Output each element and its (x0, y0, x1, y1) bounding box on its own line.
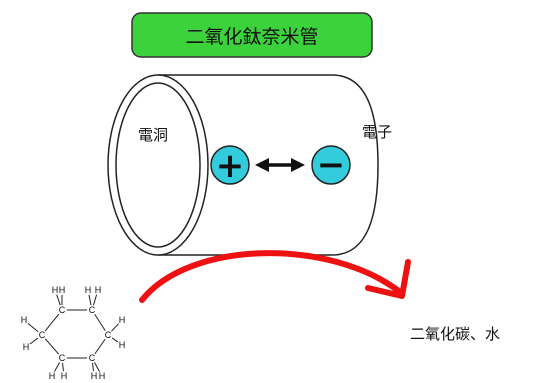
carbon-atom: C (59, 353, 66, 363)
title-text: 二氧化鈦奈米管 (185, 26, 318, 48)
negative-charge: − (311, 145, 351, 185)
reaction-arrow (139, 250, 411, 303)
electron-label: 電子 (362, 123, 392, 141)
c-c-bond (94, 338, 106, 355)
c-c-bond (44, 313, 60, 332)
carbon-atom: C (105, 330, 112, 340)
c-h-bond (111, 323, 119, 332)
hydrogen-atom: H (21, 315, 28, 325)
c-h-bond (29, 337, 39, 345)
tube-front-rim (107, 74, 209, 256)
hydrogen-atom: H (49, 371, 56, 381)
tube-body (158, 74, 379, 256)
hydrogen-atom: H (119, 315, 126, 325)
c-c-bond (44, 338, 60, 355)
carbon-atom: C (59, 305, 66, 315)
c-h-bond (92, 294, 98, 306)
product-label: 二氧化碳、水 (410, 325, 500, 343)
hydrogen-atom: H (52, 285, 59, 295)
c-h-bond (56, 294, 61, 306)
negative-charge-circle (311, 145, 351, 185)
c-h-bond (27, 322, 39, 333)
plus-icon: + (216, 146, 245, 186)
c-c-bond (94, 313, 106, 332)
hydrogen-atom: H (59, 285, 66, 295)
carbon-atom: C (39, 330, 46, 340)
carbon-atom: C (89, 353, 96, 363)
positive-charge: + (210, 145, 250, 186)
title-box (131, 12, 373, 58)
hydrogen-atom: H (119, 340, 126, 350)
hole-label: 電洞 (138, 126, 168, 144)
c-h-bond (111, 337, 119, 343)
c-h-bond (92, 362, 94, 372)
c-h-bond (93, 362, 101, 372)
reaction-arrow-curve (139, 250, 403, 303)
carbon-atom: C (89, 305, 96, 315)
hydrogen-atom: H (23, 342, 30, 352)
hydrogen-atom: H (95, 285, 102, 295)
hydrogen-atom: H (61, 371, 68, 381)
minus-icon: − (317, 145, 346, 185)
c-h-bond (62, 362, 64, 372)
c-h-bond (53, 362, 61, 372)
c-h-bond (88, 294, 92, 306)
nanotube: 電洞 電子 (107, 74, 392, 256)
hydrogen-atom: H (91, 371, 98, 381)
positive-charge-circle (210, 145, 250, 185)
tube-front-inner (115, 82, 201, 248)
reaction-arrow-head (365, 259, 411, 299)
hydrogen-atom: H (99, 371, 106, 381)
title-banner: 二氧化鈦奈米管 (131, 12, 373, 58)
hydrogen-atom: H (85, 285, 92, 295)
